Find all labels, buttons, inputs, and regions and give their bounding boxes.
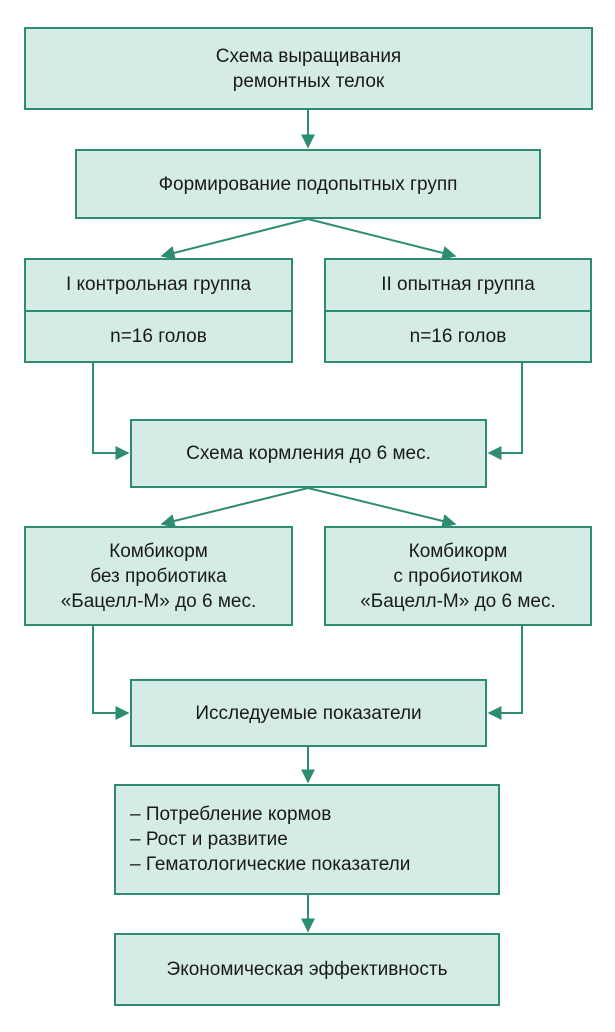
indicator-list-item: – Рост и развитие: [130, 829, 288, 850]
arrow-group1-to-feeding: [92, 363, 130, 460]
feed2-box: Комбикорм с пробиотиком «Бацелл-М» до 6 …: [324, 526, 592, 626]
arrow-formation-to-group2: [307, 218, 457, 260]
arrow-feed1-to-indicators: [92, 626, 130, 720]
scheme-title-line-2: ремонтных телок: [232, 70, 385, 92]
arrow-feed2-to-indicators: [487, 626, 523, 720]
indicators-label: Исследуемые показатели: [195, 702, 422, 724]
feed2-line-1: Комбикорм: [408, 540, 508, 562]
group1-count: n=16 голов: [110, 325, 207, 347]
feed1-line-1: Комбикорм: [109, 540, 208, 562]
feed1-box: Комбикорм без пробиотика «Бацелл-М» до 6…: [24, 526, 293, 626]
indicator-list-item: – Потребление кормов: [130, 804, 332, 825]
arrow-feeding-to-feed2: [307, 487, 457, 528]
efficiency-box: Экономическая эффективность: [114, 933, 500, 1006]
feed1-line-2: без пробиотика: [90, 565, 227, 587]
scheme-title-line-1: Схема выращивания: [215, 45, 402, 67]
feeding-scheme-label: Схема кормления до 6 мес.: [186, 443, 431, 464]
arrow-formation-to-group1: [160, 218, 309, 260]
feed2-line-2: с пробиотиком: [393, 565, 523, 587]
group2-count: n=16 голов: [409, 325, 507, 347]
indicator-list-box: – Потребление кормов – Рост и развитие –…: [114, 784, 500, 895]
arrow-feeding-to-feed1: [160, 487, 309, 528]
feed1-line-3: «Бацелл-М» до 6 мес.: [60, 590, 257, 612]
formation-label: Формирование подопытных групп: [158, 173, 458, 195]
feed2-line-3: «Бацелл-М» до 6 мес.: [360, 590, 556, 612]
group1-box: I контрольная группа n=16 голов: [24, 258, 293, 363]
feeding-scheme-box: Схема кормления до 6 мес.: [130, 419, 487, 488]
scheme-title-box: Схема выращивания ремонтных телок: [24, 27, 593, 110]
group1-name: I контрольная группа: [26, 260, 291, 312]
efficiency-label: Экономическая эффективность: [166, 959, 448, 980]
formation-box: Формирование подопытных групп: [75, 149, 541, 219]
group2-box: II опытная группа n=16 голов: [324, 258, 592, 363]
group2-name: II опытная группа: [326, 260, 590, 312]
indicator-list-item: – Гематологические показатели: [130, 854, 411, 875]
arrow-group2-to-feeding: [487, 363, 523, 460]
indicators-box: Исследуемые показатели: [130, 679, 487, 747]
